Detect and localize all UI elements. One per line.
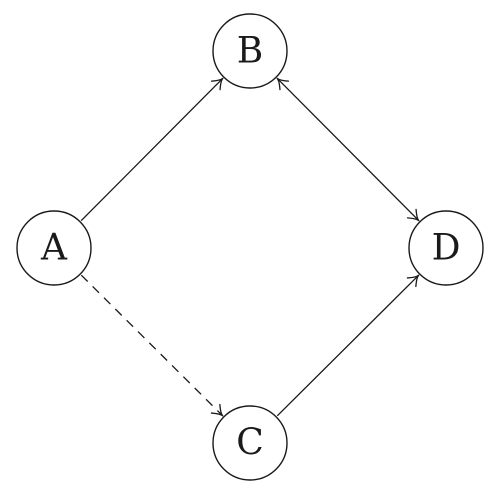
node-b-circle (212, 13, 288, 89)
node-c: C (212, 405, 288, 481)
node-d-label: D (432, 228, 461, 269)
node-a: A (16, 210, 92, 286)
node-a-label: A (40, 228, 68, 269)
edge-b-d (276, 77, 420, 222)
edge-a-b-arrowhead-end (210, 77, 224, 91)
node-b-label: B (237, 31, 263, 72)
node-c-circle (212, 405, 288, 481)
node-b: B (212, 13, 288, 89)
edge-b-d-arrowhead-end (406, 208, 420, 222)
node-a-circle (16, 210, 92, 286)
edge-c-d-arrowhead-end (406, 274, 420, 288)
edge-a-c (80, 274, 224, 417)
node-d-circle (408, 210, 484, 286)
edges-layer (80, 77, 420, 417)
edge-a-c-arrowhead-end (210, 403, 224, 417)
node-c-label: C (236, 423, 264, 464)
node-d: D (408, 210, 484, 286)
edge-a-b (80, 77, 224, 222)
edge-c-d (276, 274, 420, 417)
edge-b-d-arrowhead-start (276, 77, 290, 91)
